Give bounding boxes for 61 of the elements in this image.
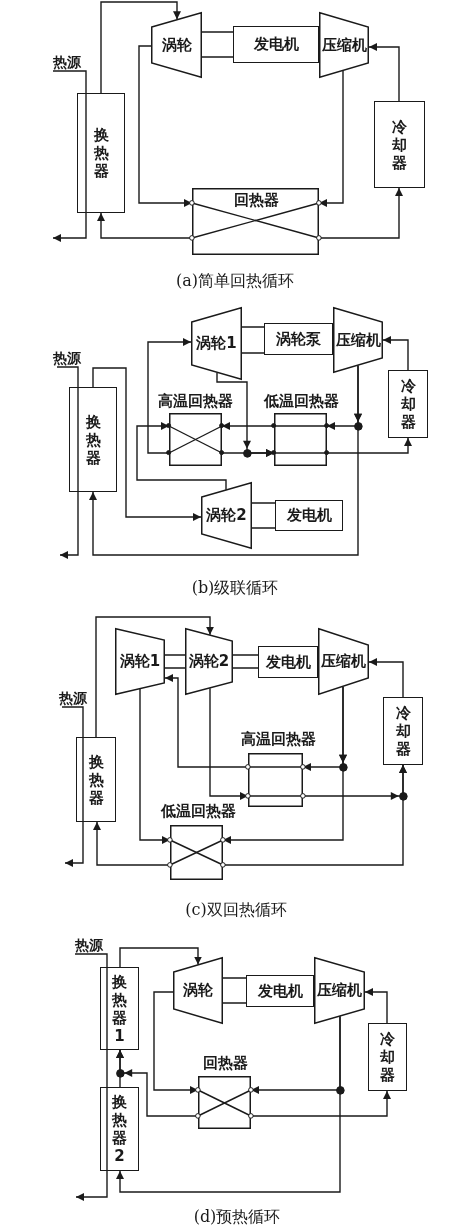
shaft-coupling bbox=[164, 654, 186, 669]
flow-arrow bbox=[74, 953, 108, 1201]
shaft-coupling bbox=[201, 31, 234, 58]
recuperator-label: 低温回热器 bbox=[160, 802, 236, 820]
heat-exchanger-box: 换热器1 bbox=[100, 967, 139, 1050]
turbine-symbol: 涡轮 bbox=[151, 12, 202, 78]
shaft-coupling bbox=[222, 977, 247, 1004]
heat-source-label: 热源 bbox=[59, 689, 87, 707]
generator-box: 发电机 bbox=[246, 975, 314, 1007]
flow-arrow bbox=[95, 616, 214, 738]
cooler-box: 冷却器 bbox=[368, 1023, 407, 1091]
heat-exchanger-box: 换热器2 bbox=[100, 1087, 139, 1171]
flow-arrow bbox=[100, 1, 181, 94]
flow-arrow bbox=[61, 706, 84, 867]
shaft-coupling bbox=[241, 326, 265, 354]
heat-source-label: 热源 bbox=[53, 53, 81, 71]
generator-box: 发电机 bbox=[233, 26, 319, 63]
heat-exchanger-box: 换热器 bbox=[76, 737, 116, 822]
turbopump-box: 涡轮泵 bbox=[264, 323, 333, 355]
cooler-box: 冷却器 bbox=[383, 697, 423, 765]
generator-box: 发电机 bbox=[275, 500, 343, 531]
shaft-coupling bbox=[232, 654, 259, 669]
caption: (a)简单回热循环 bbox=[176, 271, 294, 291]
cooler-box: 冷却器 bbox=[388, 370, 428, 438]
recuperator-label: 回热器 bbox=[233, 191, 279, 209]
compressor-symbol: 压缩机 bbox=[319, 12, 369, 78]
flow-arrow bbox=[116, 1015, 341, 1193]
compressor-symbol: 压缩机 bbox=[333, 307, 383, 373]
flow-arrow bbox=[136, 422, 227, 491]
flow-arrow bbox=[364, 988, 388, 1024]
caption: (c)双回热循环 bbox=[185, 900, 287, 920]
turbine-symbol: 涡轮1 bbox=[191, 307, 242, 380]
heat-exchanger-box: 换热器 bbox=[77, 93, 125, 213]
flow-arrow bbox=[368, 43, 400, 102]
heat-exchanger-box: 换热器 bbox=[69, 387, 117, 492]
turbine-symbol: 涡轮1 bbox=[115, 628, 165, 695]
caption: (d)预热循环 bbox=[193, 1207, 281, 1227]
cooler-box: 冷却器 bbox=[374, 101, 425, 188]
heat-source-label: 热源 bbox=[75, 936, 103, 954]
caption: (b)级联循环 bbox=[191, 578, 279, 598]
flow-arrow bbox=[147, 338, 192, 454]
recuperator-label: 高温回热器 bbox=[240, 730, 316, 748]
heat-source-label: 热源 bbox=[53, 349, 81, 367]
compressor-symbol: 压缩机 bbox=[314, 957, 365, 1024]
generator-box: 发电机 bbox=[258, 646, 318, 678]
recuperator-label: 回热器 bbox=[202, 1054, 248, 1072]
flow-arrow bbox=[382, 336, 409, 371]
flow-arrow bbox=[92, 367, 202, 521]
flow-arrow bbox=[52, 70, 87, 242]
flow-arrow bbox=[119, 947, 202, 968]
recuperator-label: 低温回热器 bbox=[263, 392, 339, 410]
turbine-symbol: 涡轮2 bbox=[201, 482, 252, 549]
flow-arrow bbox=[116, 1049, 124, 1088]
flow-arrow bbox=[326, 437, 412, 454]
recuperator-label: 高温回热器 bbox=[157, 392, 233, 410]
shaft-coupling bbox=[251, 502, 276, 529]
compressor-symbol: 压缩机 bbox=[318, 628, 369, 695]
turbine-symbol: 涡轮 bbox=[173, 957, 223, 1024]
flow-arrow bbox=[56, 366, 79, 559]
turbine-symbol: 涡轮2 bbox=[185, 628, 233, 695]
flow-arrow bbox=[368, 658, 404, 698]
